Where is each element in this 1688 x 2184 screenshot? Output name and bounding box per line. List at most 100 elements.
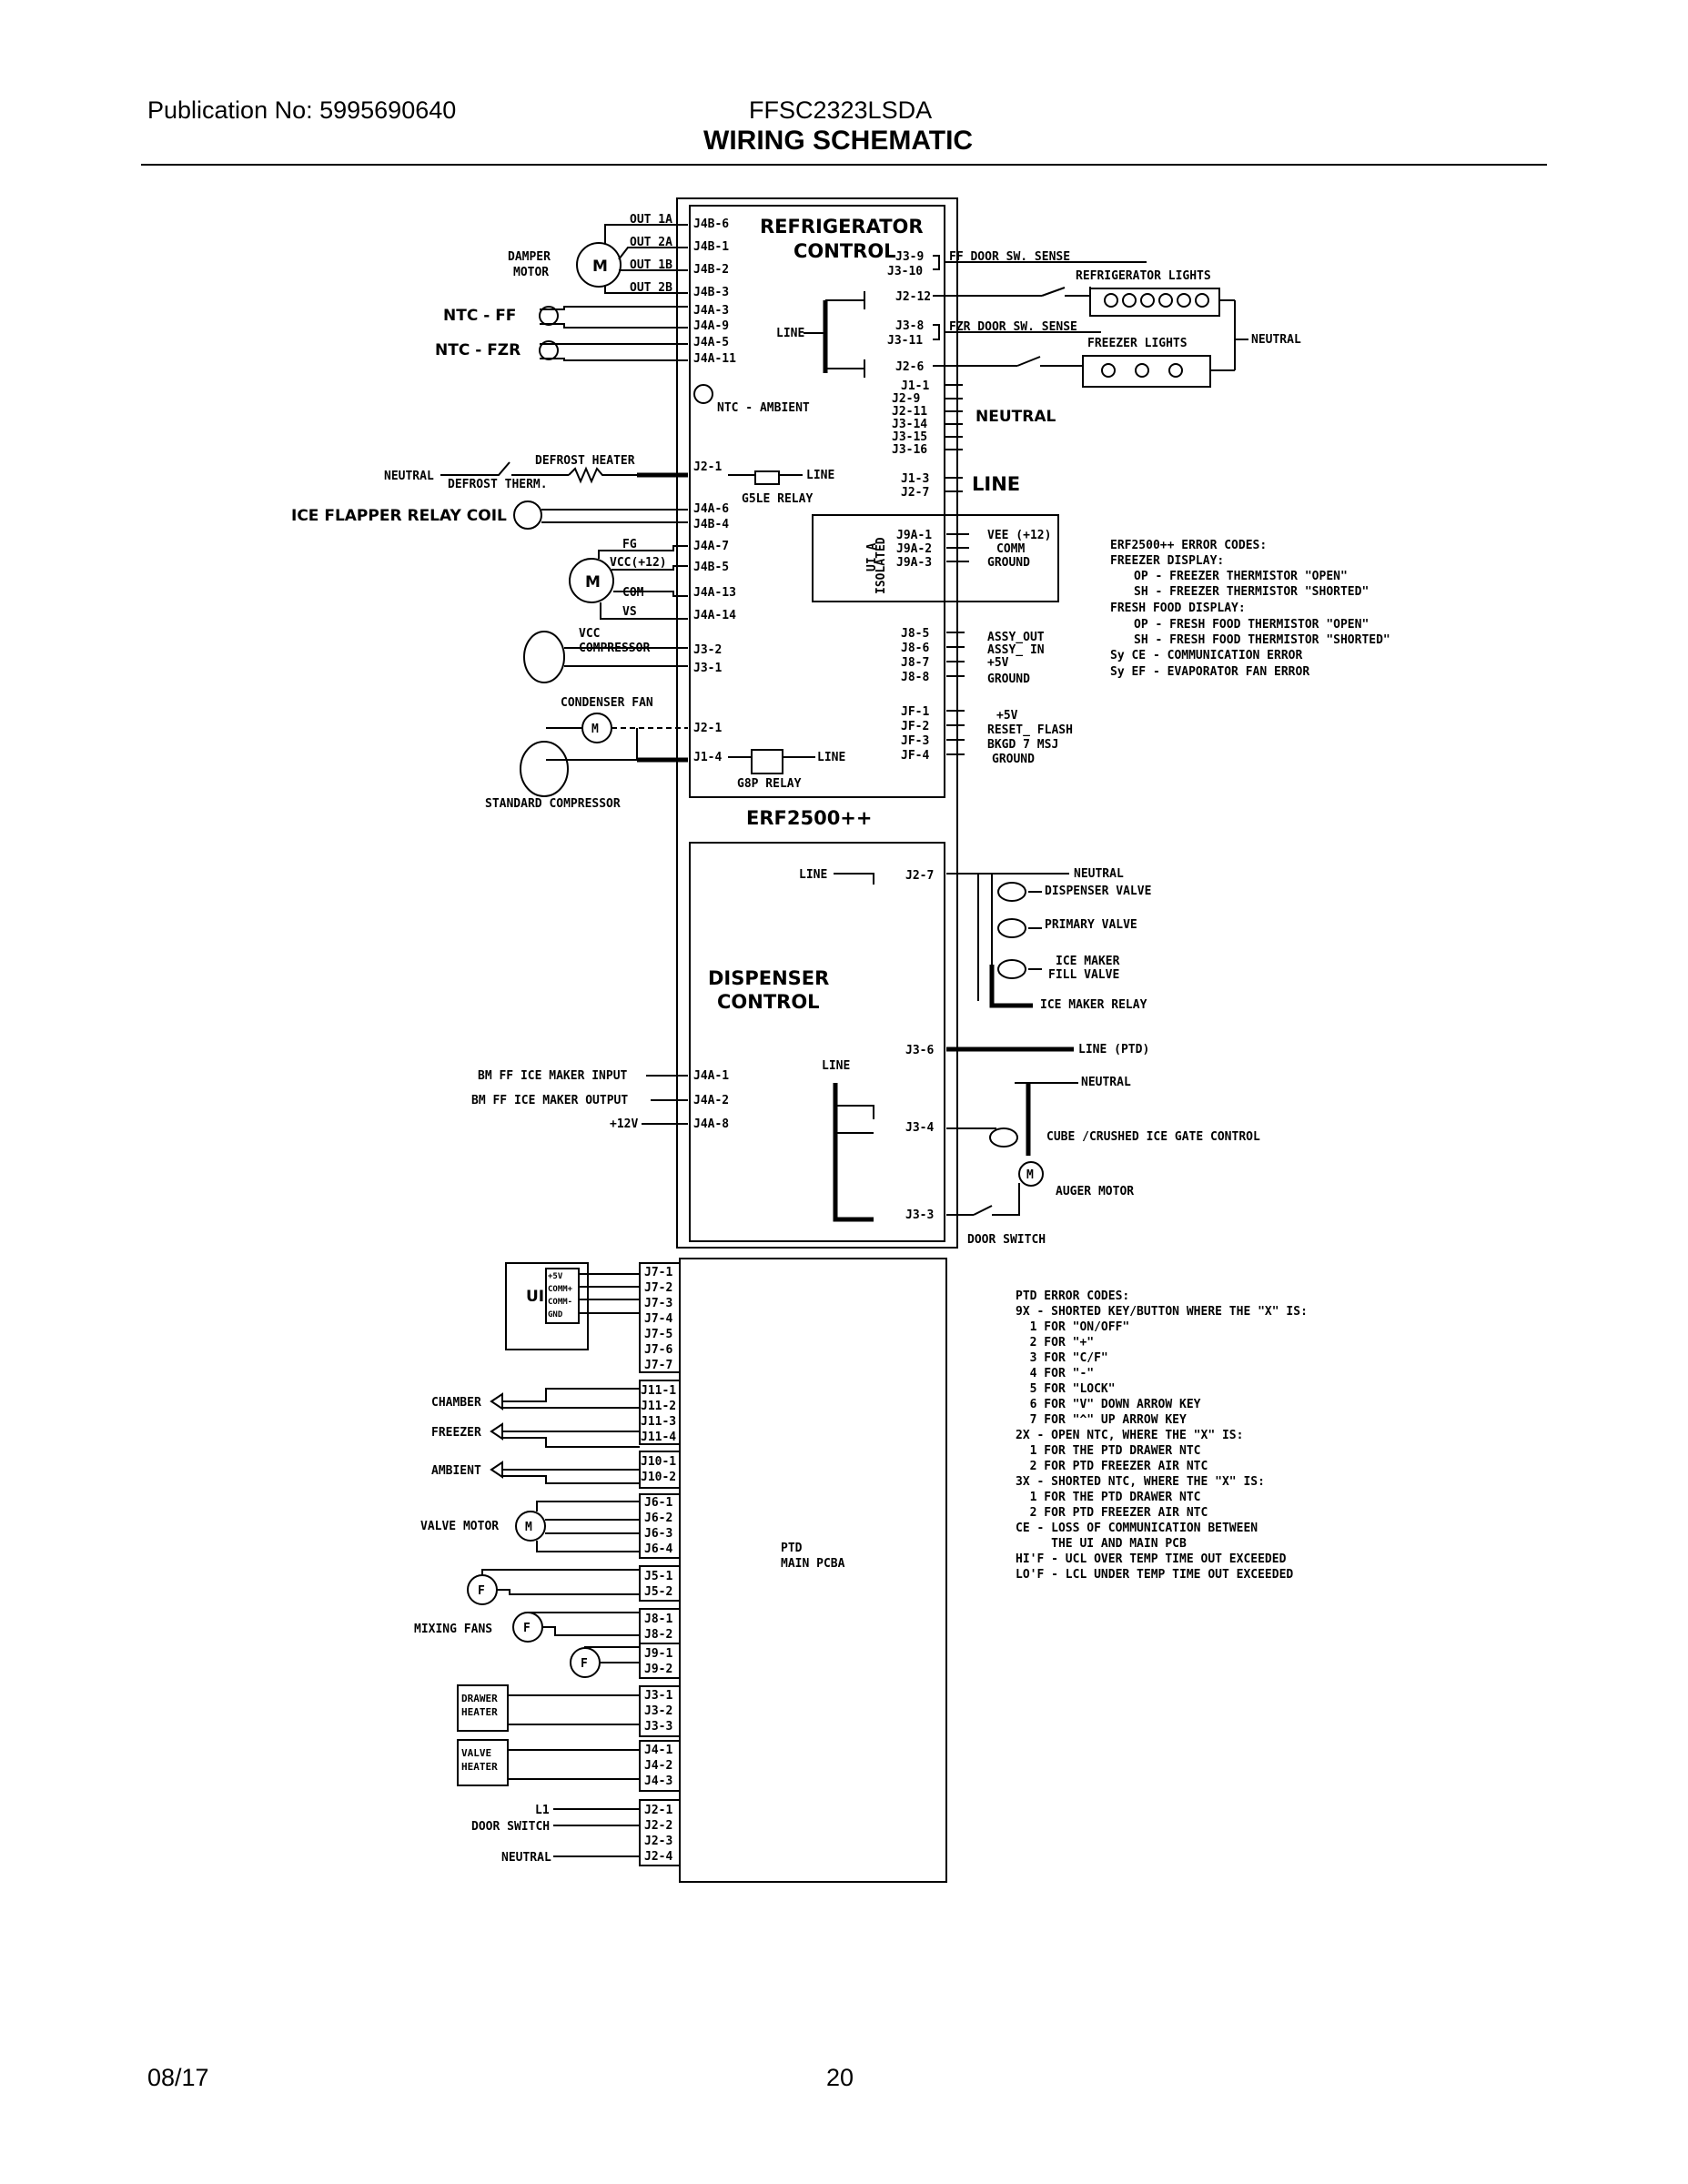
ui-pin-gnd: GND [548, 1310, 563, 1320]
pin-label: J10-1 [641, 1455, 676, 1469]
pin-label: J3-2 [644, 1704, 672, 1718]
ptd-error-title: PTD ERROR CODES: [1016, 1289, 1129, 1303]
pin-label: J2-4 [644, 1850, 672, 1864]
pin-dc-j3-4: J3-4 [905, 1121, 934, 1135]
pin-label: JF-1 [901, 705, 929, 719]
auger-motor-icon [1018, 1161, 1044, 1187]
pin-j2-6: J2-6 [895, 360, 924, 374]
pin-j4a-2: J4A-2 [693, 1094, 729, 1107]
g5le-relay-label: G5LE RELAY [742, 492, 813, 506]
pin-j1-3: J1-3 [901, 472, 929, 486]
pin-label: J8-2 [644, 1628, 672, 1642]
pin-j9a-1: J9A-1 [896, 529, 932, 542]
neutral-pin-group: J1-1 J2-9 J2-11 J3-14 J3-15 J3-16 NEUTRA… [892, 379, 1056, 457]
damper-out-1b: OUT 1B [630, 258, 672, 272]
pin-label: J8-1 [644, 1613, 672, 1626]
g5le-line-label: LINE [806, 469, 834, 482]
pin-label: J3-16 [892, 443, 927, 457]
error-line: FREEZER DISPLAY: [1110, 554, 1224, 568]
pin-j3-10: J3-10 [887, 265, 923, 278]
error-line: 2X - OPEN NTC, WHERE THE "X" IS: [1016, 1429, 1243, 1442]
pin-function-label: GROUND [992, 753, 1035, 766]
jf-pin-group: JF-1 JF-2 JF-3 JF-4 +5V RESET_ FLASH BKG… [901, 705, 1073, 766]
error-line: 1 FOR THE PTD DRAWER NTC [1016, 1491, 1201, 1504]
erf-error-title: ERF2500++ ERROR CODES: [1110, 539, 1267, 552]
line-big-label: LINE [972, 473, 1020, 495]
pin-label: J4-3 [644, 1774, 672, 1788]
pin-label: J4B-3 [693, 286, 729, 299]
damper-motor-label-2: MOTOR [513, 266, 549, 279]
pin-label: J11-1 [641, 1384, 676, 1398]
condenser-fan-label: CONDENSER FAN [561, 696, 653, 710]
pin-label: J7-2 [644, 1281, 672, 1295]
pin-label: J11-2 [641, 1400, 676, 1413]
pin-dc-j3-6: J3-6 [905, 1044, 934, 1057]
error-line: SH - FRESH FOOD THERMISTOR "SHORTED" [1134, 633, 1390, 647]
error-line: 3 FOR "C/F" [1016, 1351, 1108, 1365]
refrigerator-bulb-icons [1104, 293, 1209, 308]
ground-label: GROUND [987, 556, 1030, 570]
dc-neutral-label: NEUTRAL [1074, 867, 1124, 881]
error-line: 4 FOR "-" [1016, 1367, 1094, 1380]
fill-valve-label: FILL VALVE [1048, 968, 1119, 982]
g8p-line-label: LINE [817, 751, 845, 764]
refrigerator-control-subtitle: CONTROL [793, 240, 896, 262]
pin-label: J4A-13 [693, 586, 736, 600]
dispenser-control-title: DISPENSER [708, 967, 829, 989]
ice-flapper-label: ICE FLAPPER RELAY COIL [291, 507, 507, 525]
pin-label: J4A-3 [693, 304, 729, 318]
pin-function-label: ASSY_OUT [987, 631, 1045, 644]
ice-flapper-coil-icon [513, 500, 542, 530]
erf-error-list: FREEZER DISPLAY: OP - FREEZER THERMISTOR… [1110, 554, 1390, 679]
pin-label: J7-3 [644, 1297, 672, 1310]
pin-label: J4A-6 [693, 502, 729, 516]
pin-label: JF-3 [901, 734, 929, 748]
pin-label: J4-1 [644, 1744, 672, 1757]
ptd-neutral-label: NEUTRAL [501, 1851, 551, 1865]
pin-label: J3-3 [644, 1720, 672, 1734]
ntc-ambient-icon [693, 384, 713, 404]
j9-connector [639, 1643, 681, 1679]
pin-j1-4: J1-4 [693, 751, 722, 764]
refrigerator-control-board [689, 205, 945, 798]
ptd-board-label: PTD [781, 1542, 803, 1555]
error-line: 3X - SHORTED NTC, WHERE THE "X" IS: [1016, 1475, 1265, 1489]
j6-connector [639, 1493, 681, 1559]
pin-label: J3-1 [644, 1689, 672, 1703]
valve-label: VALVE [461, 1747, 491, 1759]
j11-connector [639, 1380, 681, 1445]
pin-j9a-2: J9A-2 [896, 542, 932, 556]
dispenser-valve-label: DISPENSER VALVE [1045, 885, 1151, 898]
pin-j2-7: J2-7 [901, 486, 929, 500]
pin-j2-1: J2-1 [693, 460, 722, 474]
dc-line-top: LINE [799, 868, 827, 882]
damper-out-2a: OUT 2A [630, 236, 672, 249]
ui-pin-comm-plus: COMM+ [548, 1285, 573, 1294]
pin-label: J11-4 [641, 1431, 676, 1444]
error-line: Sy EF - EVAPORATOR FAN ERROR [1110, 665, 1309, 679]
model-number: FFSC2323LSDA [749, 96, 933, 124]
motor-m-label: M [592, 258, 608, 276]
freezer-label: FREEZER [431, 1426, 481, 1440]
damper-out-1a: OUT 1A [630, 213, 672, 227]
pin-label: J10-2 [641, 1471, 676, 1484]
com-label: COM [622, 586, 644, 600]
pin-label: J7-7 [644, 1359, 672, 1372]
j2-connector [639, 1799, 681, 1866]
error-line: 7 FOR "^" UP ARROW KEY [1016, 1413, 1187, 1427]
pin-label: J6-3 [644, 1527, 672, 1541]
fg-label: FG [622, 538, 637, 551]
heater-label: HEATER [461, 1761, 498, 1773]
dc-neutral2-label: NEUTRAL [1081, 1076, 1131, 1089]
dispenser-control-subtitle: CONTROL [717, 991, 820, 1013]
pin-label: J2-3 [644, 1835, 672, 1848]
dc-door-switch-label: DOOR SWITCH [967, 1233, 1046, 1247]
ui-isolated-box [812, 514, 1059, 602]
rc-left-pins: J4B-6 J4B-1 J4B-2 J4B-3 J4A-3 J4A-9 J4A-… [693, 217, 736, 366]
rc-left-pins-2: J4A-6 J4B-4 J4A-7 J4B-5 J4A-13 J4A-14 [693, 502, 736, 622]
valve-icons [997, 882, 1026, 979]
pin-label: J7-6 [644, 1343, 672, 1357]
pin-label: J4A-14 [693, 609, 736, 622]
pin-label: J7-5 [644, 1328, 672, 1341]
ice-maker-label: ICE MAKER [1056, 955, 1120, 968]
